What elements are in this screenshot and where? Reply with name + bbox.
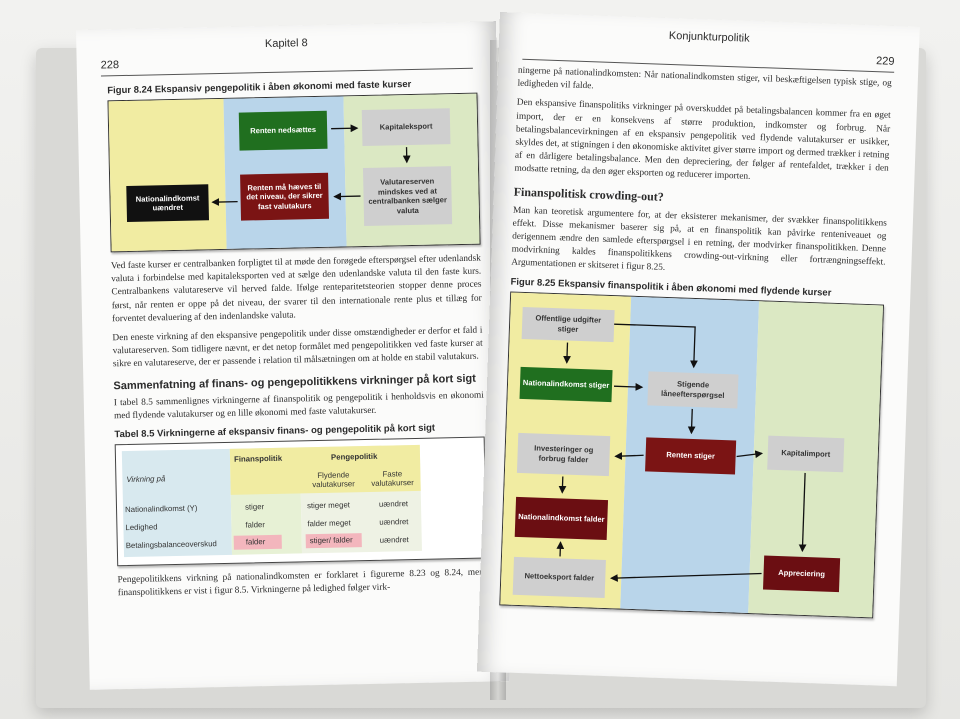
table-corner-label: Virkning på [126, 474, 166, 485]
cell-flydende-ledighed: falder meget [307, 518, 351, 529]
figure-8-25-arrows [556, 323, 807, 582]
right-page-number: 229 [875, 55, 895, 68]
left-section-paragraph: I tabel 8.5 sammenlignes virkningerne af… [113, 390, 484, 422]
left-page-number: 228 [100, 59, 120, 72]
cell-faste-nationalindkomst: uændret [378, 499, 409, 509]
figure-8-24-arrows [211, 124, 411, 206]
cell-finans-ledighed: falder [245, 520, 266, 530]
figure-8-24: Renten nedsættes Kapitaleksport Valutare… [107, 92, 481, 253]
table-sub-faste: Faste valutakurser [371, 469, 414, 488]
cell-faste-ledighed: uændret [379, 517, 409, 527]
cell-finans-nationalindkomst: stiger [244, 502, 265, 512]
cell-flydende-nationalindkomst: stiger meget [306, 500, 351, 511]
left-page-header: 228 Kapitel 8 [100, 33, 473, 77]
running-header: Konjunkturpolitik [668, 29, 750, 45]
right-page: Konjunkturpolitik 229 ningerne på nation… [476, 12, 920, 687]
row-label-ledighed: Ledighed [125, 522, 158, 533]
row-label-nationalindkomst: Nationalindkomst (Y) [124, 503, 198, 515]
figure-8-25: Offentlige udgifter stiger Nationalindko… [499, 291, 885, 619]
left-paragraph-1: Ved faste kurser er centralbanken forpli… [110, 253, 482, 325]
table-col-pengepolitik: Pengepolitik [330, 451, 378, 462]
cell-finans-betalingsbalance: falder [233, 534, 282, 550]
right-page-header: Konjunkturpolitik 229 [522, 24, 896, 73]
left-page-content: Figur 8.24 Ekspansiv pengepolitik i åben… [107, 74, 488, 607]
right-page-content: ningerne på nationalindkomsten: Når nati… [499, 65, 892, 619]
cell-faste-betalingsbalance: uændret [379, 535, 409, 545]
table-sub-flydende: Flydende valutakurser [312, 470, 355, 490]
right-section-paragraph: Man kan teoretisk argumentere for, at de… [511, 205, 888, 274]
left-page: 228 Kapitel 8 Figur 8.24 Ekspansiv penge… [76, 21, 510, 690]
left-paragraph-2: Den eneste virkning af den ekspansive pe… [112, 325, 483, 370]
table-col-finanspolitik: Finanspolitik [233, 453, 283, 464]
cell-flydende-betalingsbalance: stiger/ falder [305, 533, 362, 549]
table-8-5: Virkning på Finanspolitik Pengepolitik F… [114, 436, 488, 567]
chapter-title: Kapitel 8 [264, 37, 308, 51]
row-label-betalingsbalance: Betalingsbalanceoverskud [125, 539, 217, 551]
left-section-heading: Sammenfatning af finans- og pengepolitik… [113, 372, 476, 392]
right-paragraph-2: Den ekspansive finanspolitiks virkninger… [514, 98, 891, 183]
